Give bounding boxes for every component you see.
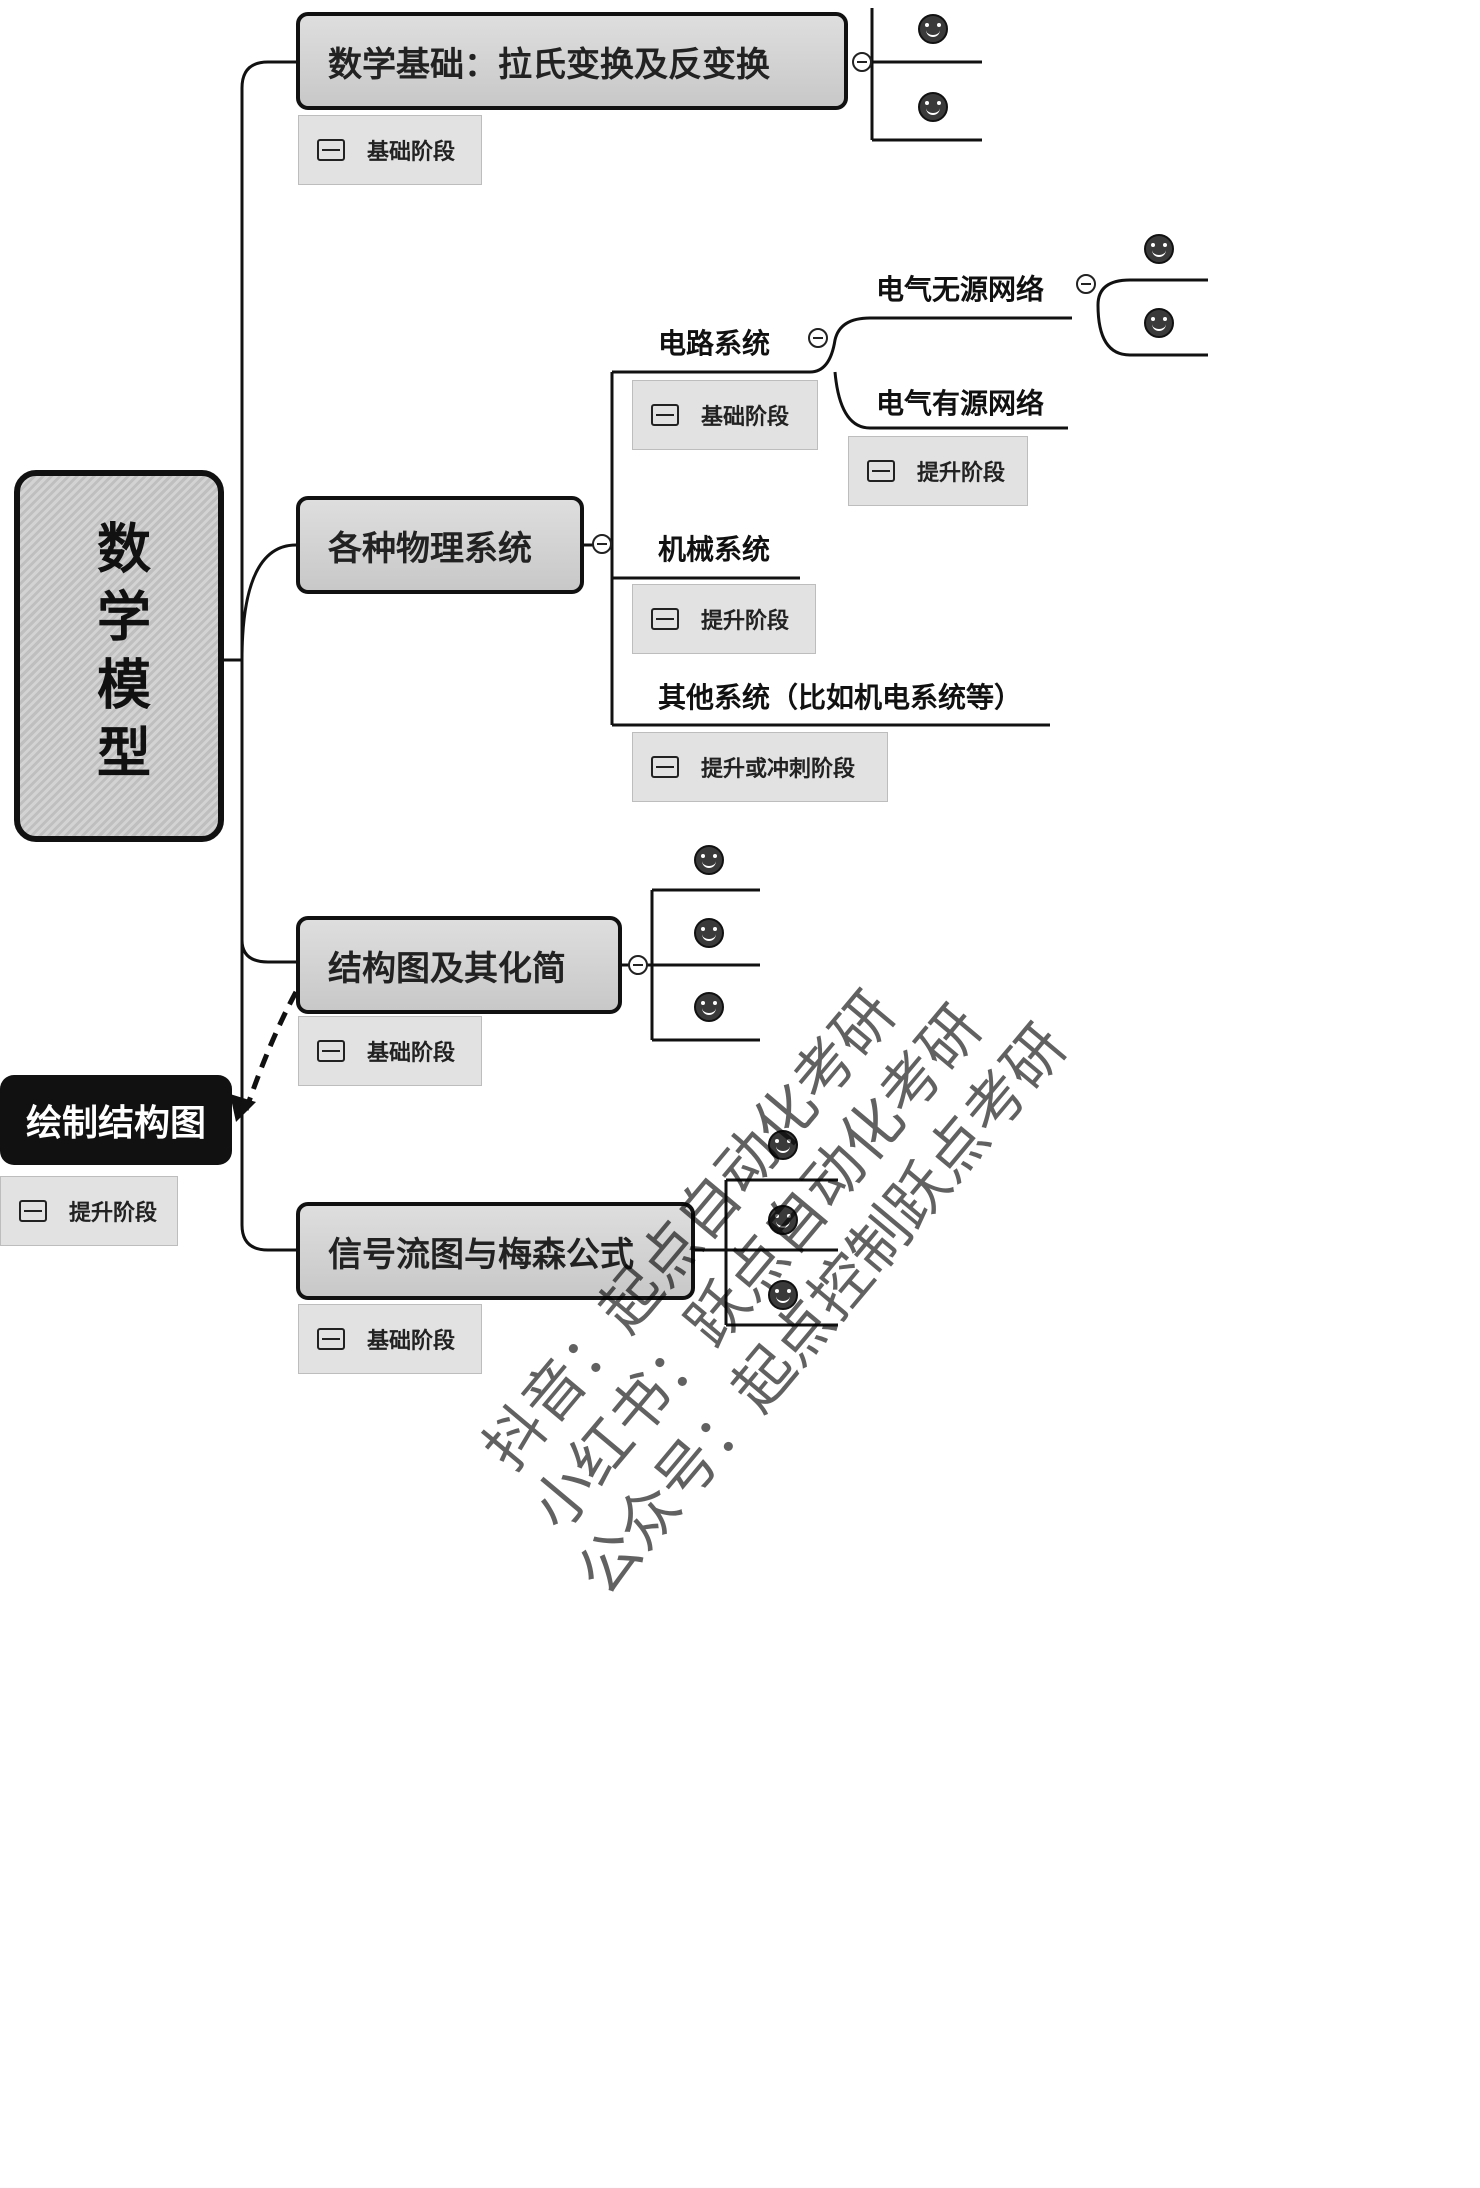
- note-label: 提升阶段: [69, 1201, 158, 1226]
- subtopic-passive-network[interactable]: 电气无源网络: [876, 273, 1045, 306]
- smiley-icon: [918, 92, 948, 122]
- topic-signal-flow-mason[interactable]: 信号流图与梅森公式: [296, 1202, 695, 1300]
- smiley-icon: [918, 14, 948, 44]
- note-label: 基础阶段: [367, 1041, 456, 1066]
- note-icon: [651, 404, 679, 426]
- root-node[interactable]: 数学模型: [14, 470, 224, 842]
- smiley-icon: [768, 1280, 798, 1310]
- collapse-minus-icon[interactable]: [592, 534, 612, 554]
- note-icon: [867, 460, 895, 482]
- note-signal-flow[interactable]: 基础阶段: [298, 1304, 482, 1374]
- topic-label: 结构图及其化简: [328, 948, 566, 989]
- smiley-icon: [768, 1130, 798, 1160]
- topic-laplace-transform[interactable]: 数学基础：拉氏变换及反变换: [296, 12, 848, 110]
- note-mechanical[interactable]: 提升阶段: [632, 584, 816, 654]
- topic-physical-systems[interactable]: 各种物理系统: [296, 496, 584, 594]
- smiley-icon: [694, 992, 724, 1022]
- smiley-icon: [1144, 234, 1174, 264]
- note-laplace[interactable]: 基础阶段: [298, 115, 482, 185]
- note-icon: [317, 139, 345, 161]
- note-draw-block-diagram[interactable]: 提升阶段: [0, 1176, 178, 1246]
- root-label: 数学模型: [87, 520, 151, 792]
- smiley-icon: [694, 918, 724, 948]
- collapse-minus-icon[interactable]: [1076, 274, 1096, 294]
- subtopic-circuit-system[interactable]: 电路系统: [658, 327, 771, 360]
- note-label: 提升阶段: [701, 609, 790, 634]
- subtopic-other-systems[interactable]: 其他系统（比如机电系统等）: [658, 681, 1023, 714]
- note-icon: [651, 608, 679, 630]
- smiley-icon: [694, 845, 724, 875]
- smiley-icon: [768, 1205, 798, 1235]
- note-icon: [19, 1200, 47, 1222]
- topic-label: 信号流图与梅森公式: [328, 1234, 634, 1275]
- topic-label: 数学基础：拉氏变换及反变换: [328, 44, 770, 85]
- smiley-icon: [1144, 308, 1174, 338]
- collapse-minus-icon[interactable]: [808, 328, 828, 348]
- note-label: 基础阶段: [701, 405, 790, 430]
- note-label: 提升或冲刺阶段: [701, 757, 856, 782]
- note-block-diagram[interactable]: 基础阶段: [298, 1016, 482, 1086]
- subtopic-mechanical-system[interactable]: 机械系统: [658, 533, 771, 566]
- note-other-systems[interactable]: 提升或冲刺阶段: [632, 732, 888, 802]
- topic-block-diagram[interactable]: 结构图及其化简: [296, 916, 622, 1014]
- note-label: 基础阶段: [367, 140, 456, 165]
- topic-label: 各种物理系统: [328, 528, 532, 569]
- note-circuit[interactable]: 基础阶段: [632, 380, 818, 450]
- note-active-network[interactable]: 提升阶段: [848, 436, 1028, 506]
- note-icon: [317, 1328, 345, 1350]
- note-label: 提升阶段: [917, 461, 1006, 486]
- collapse-minus-icon[interactable]: [628, 955, 648, 975]
- collapse-minus-icon[interactable]: [852, 52, 872, 72]
- note-label: 基础阶段: [367, 1329, 456, 1354]
- floating-topic-draw-block-diagram[interactable]: 绘制结构图: [0, 1075, 232, 1165]
- note-icon: [651, 756, 679, 778]
- note-icon: [317, 1040, 345, 1062]
- floating-topic-label: 绘制结构图: [25, 1103, 206, 1144]
- subtopic-active-network[interactable]: 电气有源网络: [876, 387, 1045, 420]
